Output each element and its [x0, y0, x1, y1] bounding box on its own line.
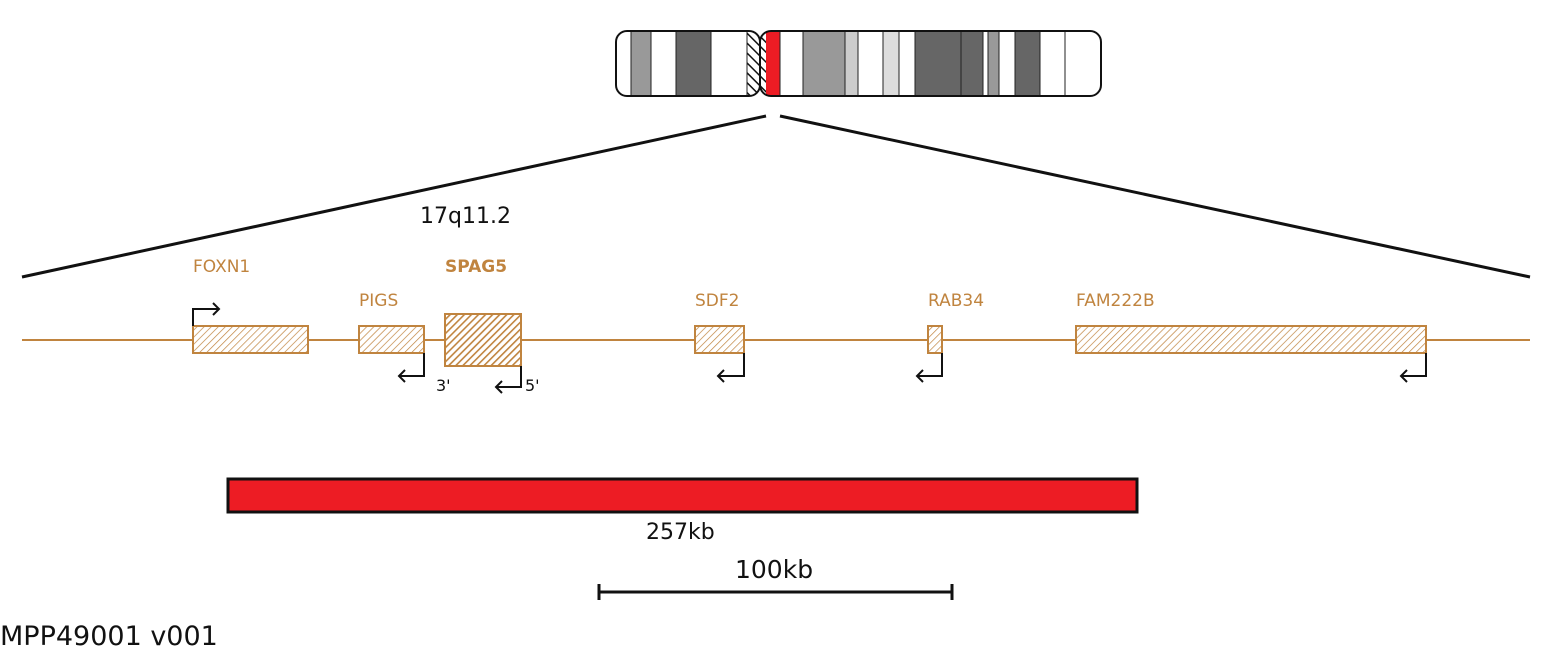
gene-box-foxn1: [192, 325, 309, 354]
gene-box-pigs: [358, 325, 425, 354]
zoom-line-left: [21, 114, 767, 279]
strand-arrow-foxn1: [192, 302, 221, 326]
chromosome-p-arm: [616, 31, 760, 96]
strand-arrow-sdf2: [716, 353, 745, 383]
gene-foxn1: FOXN1: [192, 257, 309, 354]
scale-bar: [597, 584, 954, 600]
chromosome-ideogram: [615, 30, 1102, 97]
gene-box-fam222b: [1075, 325, 1427, 354]
scale-bar-label: 100kb: [735, 555, 813, 584]
probe-id-label: MPP49001 v001: [0, 621, 218, 652]
zoom-line-right: [779, 114, 1531, 279]
spag5-5prime-label: 5': [525, 376, 540, 395]
band-label: 17q11.2: [420, 204, 511, 229]
gene-pigs: PIGS: [358, 291, 425, 383]
strand-arrow-fam222b: [1399, 353, 1427, 383]
gene-box-spag5: [444, 313, 522, 367]
gene-label-fam222b: FAM222B: [1076, 291, 1155, 311]
chromosome-q-arm: [760, 31, 1101, 96]
gene-rab34: RAB34: [915, 291, 984, 383]
strand-arrow-spag5: [494, 366, 522, 394]
gene-box-sdf2: [694, 325, 745, 354]
gene-label-foxn1: FOXN1: [193, 257, 250, 277]
gene-spag5: SPAG5 3' 5': [436, 257, 540, 395]
chromosome-q-arm-outline: [759, 30, 1102, 97]
gene-label-sdf2: SDF2: [695, 291, 739, 311]
strand-arrow-rab34: [915, 353, 943, 383]
spag5-3prime-label: 3': [436, 376, 451, 395]
gene-label-rab34: RAB34: [928, 291, 984, 311]
gene-label-pigs: PIGS: [359, 291, 398, 311]
strand-arrow-pigs: [397, 353, 425, 383]
highlighted-band: [766, 31, 780, 96]
gene-sdf2: SDF2: [694, 291, 745, 383]
deletion-size-label: 257kb: [646, 520, 715, 545]
gene-label-spag5: SPAG5: [445, 257, 507, 277]
deletion-bar: [226, 477, 1139, 514]
gene-box-rab34: [927, 325, 943, 354]
gene-fam222b: FAM222B: [1075, 291, 1427, 383]
